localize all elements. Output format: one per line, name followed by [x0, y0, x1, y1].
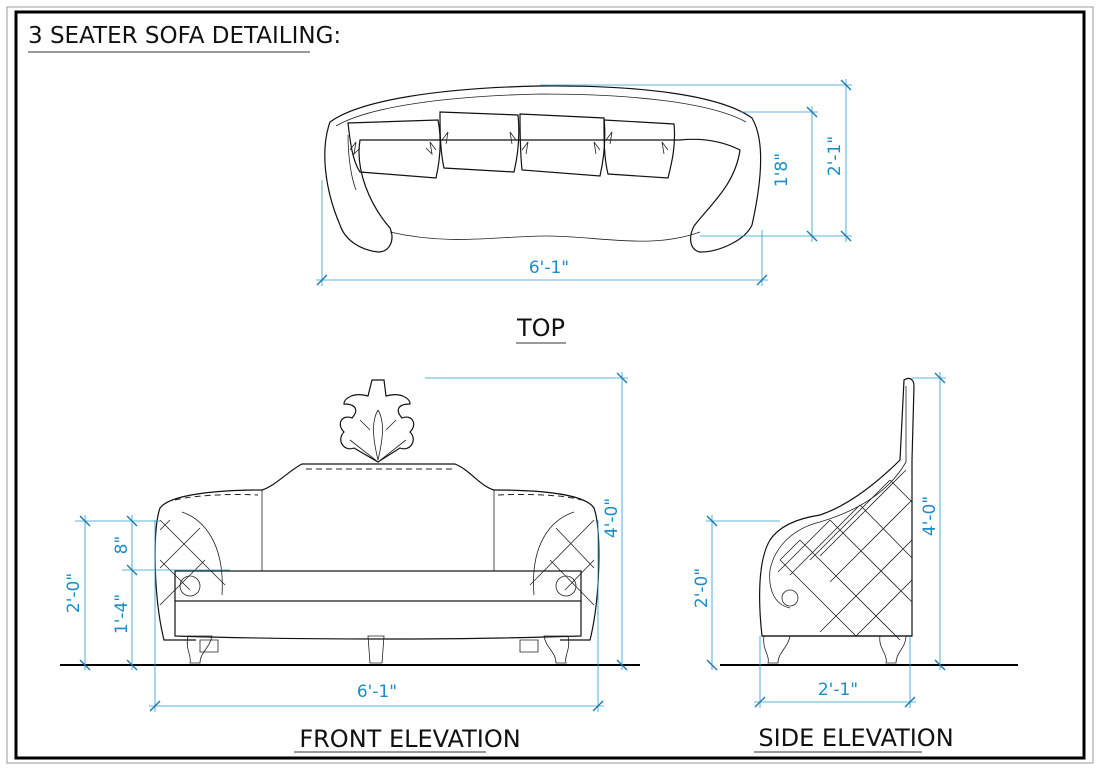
side-elevation-dimensions: 2'-0" 4'-0" 2'-1": [692, 372, 946, 708]
front-seat-height-dimension: 1'-4": [112, 594, 132, 634]
outer-frame: [6, 6, 1094, 764]
side-overall-height-dimension: 4'-0": [920, 496, 940, 536]
side-depth-dimension: 2'-1": [818, 680, 858, 700]
side-elevation-sofa: [759, 377, 915, 664]
front-elevation-sofa: [154, 379, 600, 664]
top-view-dimensions: 6'-1" 1'8" 2'-1": [316, 79, 852, 286]
top-overall-depth-dimension: 2'-1": [825, 136, 845, 176]
top-seat-depth-dimension: 1'8": [772, 153, 792, 187]
side-arm-height-dimension: 2'-0": [692, 568, 712, 608]
front-width-dimension: 6'-1": [357, 682, 397, 702]
top-view-label: TOP: [516, 314, 565, 342]
top-width-dimension: 6'-1": [529, 258, 569, 278]
inner-frame: [14, 10, 1086, 760]
drawing-title: 3 SEATER SOFA DETAILING:: [28, 23, 341, 49]
front-elevation-dimensions: 2'-0" 8" 1'-4" 4'-0" 6'-1": [64, 372, 628, 712]
front-overall-height-dimension: 4'-0": [602, 498, 622, 538]
front-arm-height-dimension: 2'-0": [64, 573, 84, 613]
front-elevation-label: FRONT ELEVATION: [299, 725, 520, 753]
front-arm-above-seat-dimension: 8": [112, 536, 132, 555]
side-elevation-label: SIDE ELEVATION: [758, 724, 953, 752]
top-view-sofa: [324, 85, 762, 253]
